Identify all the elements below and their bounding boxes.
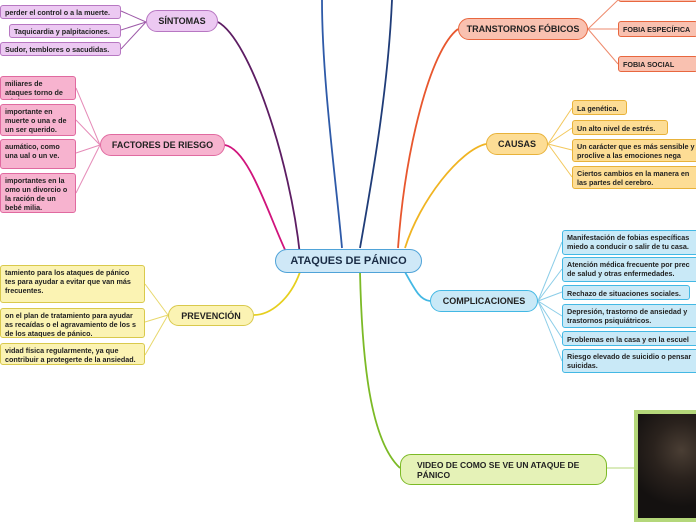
- branch-factores-riesgo[interactable]: FACTORES DE RIESGO: [100, 134, 225, 156]
- prevencion-item[interactable]: tamiento para los ataques de pánico tes …: [0, 265, 145, 303]
- prevencion-item[interactable]: vidad física regularmente, ya que contri…: [0, 343, 145, 365]
- sintomas-item[interactable]: Taquicardia y palpitaciones.: [9, 24, 121, 38]
- branch-causas-label: CAUSAS: [498, 139, 536, 149]
- branch-factores-label: FACTORES DE RIESGO: [112, 140, 213, 150]
- central-topic[interactable]: ATAQUES DE PÁNICO: [275, 249, 422, 273]
- branch-prevencion-label: PREVENCIÓN: [181, 311, 241, 321]
- central-topic-label: ATAQUES DE PÁNICO: [290, 255, 406, 267]
- fobicos-item[interactable]: FOBIA SOCIAL: [618, 56, 696, 72]
- fobicos-item[interactable]: FOBIA ESPECÍFICA: [618, 21, 696, 37]
- causas-item[interactable]: La genética.: [572, 100, 627, 115]
- sintomas-item[interactable]: perder el control o a la muerte.: [0, 5, 121, 19]
- causas-item[interactable]: Ciertos cambios en la manera en las part…: [572, 166, 696, 189]
- branch-fobicos-label: TRANSTORNOS FÓBICOS: [467, 24, 580, 34]
- causas-item[interactable]: Un carácter que es más sensible y procli…: [572, 139, 696, 162]
- branch-complicaciones[interactable]: COMPLICACIONES: [430, 290, 538, 312]
- complicaciones-item[interactable]: Rechazo de situaciones sociales.: [562, 285, 690, 300]
- prevencion-item[interactable]: on el plan de tratamiento para ayudar as…: [0, 308, 145, 338]
- branch-prevencion[interactable]: PREVENCIÓN: [168, 305, 254, 326]
- branch-sintomas-label: SÍNTOMAS: [158, 16, 205, 26]
- branch-video-label: VIDEO DE COMO SE VE UN ATAQUE DE PÁNICO: [417, 460, 590, 480]
- branch-transtornos-fobicos[interactable]: TRANSTORNOS FÓBICOS: [458, 18, 588, 40]
- complicaciones-item[interactable]: Riesgo elevado de suicidio o pensar suic…: [562, 349, 696, 373]
- sintomas-item[interactable]: Sudor, temblores o sacudidas.: [0, 42, 121, 56]
- factores-item[interactable]: miliares de ataques torno de pánico: [0, 76, 76, 100]
- causas-item[interactable]: Un alto nivel de estrés.: [572, 120, 668, 135]
- video-thumbnail[interactable]: [634, 410, 696, 522]
- complicaciones-item[interactable]: Atención médica frecuente por prec de sa…: [562, 257, 696, 282]
- video-thumbnail-image: [638, 414, 696, 518]
- complicaciones-item[interactable]: Depresión, trastorno de ansiedad y trast…: [562, 304, 696, 328]
- branch-causas[interactable]: CAUSAS: [486, 133, 548, 155]
- factores-item[interactable]: importantes en la omo un divorcio o la r…: [0, 173, 76, 213]
- complicaciones-item[interactable]: Problemas en la casa y en la escuel: [562, 331, 696, 346]
- complicaciones-item[interactable]: Manifestación de fobias específicas mied…: [562, 230, 696, 255]
- fobicos-item-top: [618, 0, 696, 2]
- factores-item[interactable]: importante en muerte o una e de un ser q…: [0, 104, 76, 136]
- branch-sintomas[interactable]: SÍNTOMAS: [146, 10, 218, 32]
- branch-video[interactable]: VIDEO DE COMO SE VE UN ATAQUE DE PÁNICO: [400, 454, 607, 485]
- branch-complicaciones-label: COMPLICACIONES: [443, 296, 526, 306]
- factores-item[interactable]: aumático, como una ual o un ve.: [0, 139, 76, 169]
